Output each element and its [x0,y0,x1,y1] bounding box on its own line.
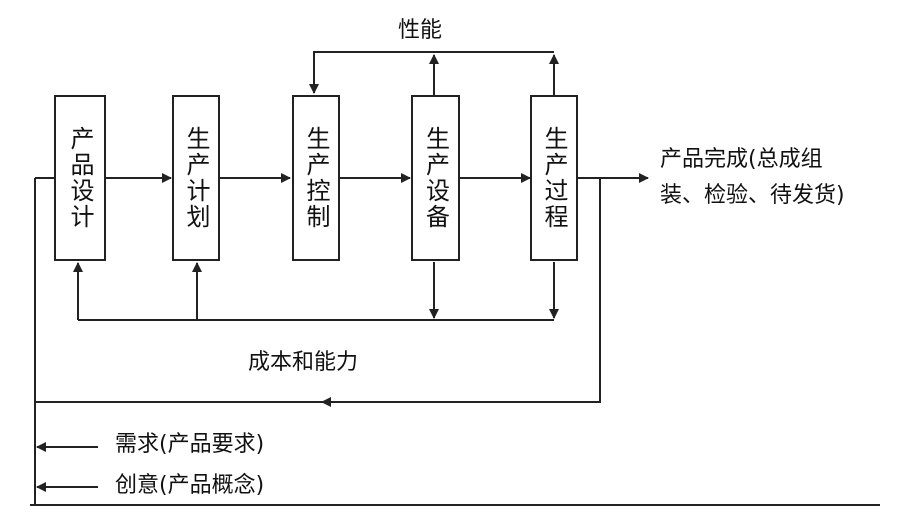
stage-label-control: 生产控制 [302,126,330,230]
stage-label-planning: 生产计划 [182,126,210,230]
stage-box-planning: 生产计划 [172,95,220,261]
output-label-line2: 装、检验、待发货) [660,183,845,208]
stage-label-equipment: 生产设备 [421,126,450,230]
stage-box-control: 生产控制 [292,95,340,261]
output-label: 产品完成(总成组 装、检验、待发货) [660,142,900,214]
stage-box-equipment: 生产设备 [411,95,460,261]
stage-label-design: 产品设计 [66,126,94,230]
demand-label: 需求(产品要求) [115,432,265,457]
performance-label: 性能 [398,18,443,43]
output-label-line1: 产品完成(总成组 [660,147,823,172]
cost-capacity-label: 成本和能力 [248,350,359,375]
stage-box-process: 生产过程 [530,95,578,261]
stage-label-process: 生产过程 [540,126,568,230]
stage-box-design: 产品设计 [54,95,106,261]
idea-label: 创意(产品概念) [115,473,265,498]
